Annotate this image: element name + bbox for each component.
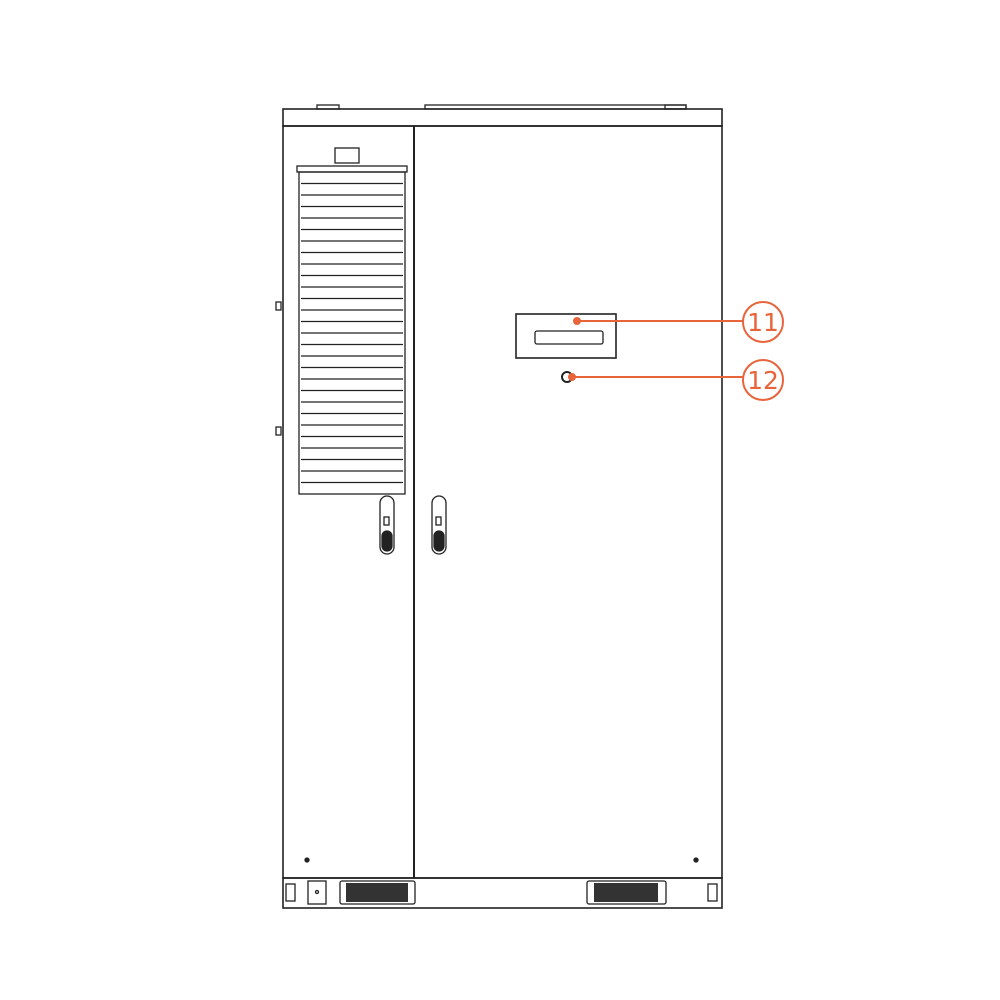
callout-11 xyxy=(573,301,784,343)
callout-circle xyxy=(742,359,784,401)
display-panel xyxy=(515,313,617,359)
screw-icon xyxy=(304,857,699,863)
door-handle-left[interactable] xyxy=(379,495,395,555)
callout-12-label: 12 xyxy=(747,366,779,395)
louver-panel xyxy=(296,165,408,495)
callout-circle xyxy=(742,301,784,343)
hinge-icon xyxy=(275,301,282,436)
callout-11-label: 11 xyxy=(747,308,779,337)
plinth xyxy=(282,877,723,909)
callout-12 xyxy=(568,359,784,401)
door-handle-right[interactable] xyxy=(431,495,447,555)
label-plate xyxy=(334,147,360,164)
